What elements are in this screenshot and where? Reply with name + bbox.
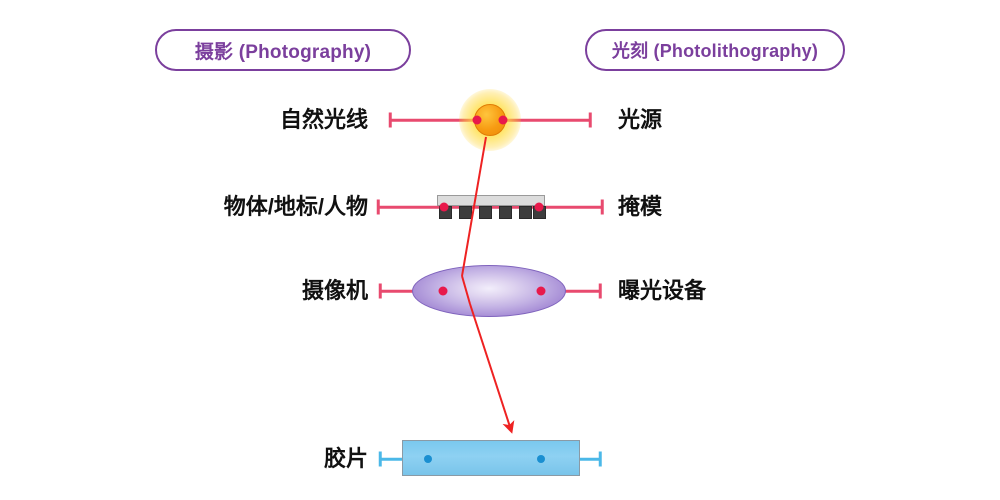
dimension-cap-left-light-source bbox=[388, 112, 392, 128]
header-pill-photography: 摄影 (Photography) bbox=[155, 29, 411, 71]
dimension-cap-left-film bbox=[378, 451, 382, 467]
dimension-cap-right-film bbox=[598, 451, 602, 467]
label-camera: 摄像机 bbox=[301, 278, 368, 303]
dimension-dot-left-film bbox=[424, 455, 432, 463]
header-pill-photolithography: 光刻 (Photolithography) bbox=[585, 29, 845, 71]
dimension-cap-left-lens bbox=[378, 283, 382, 299]
dimension-dot-left-lens bbox=[438, 286, 448, 296]
mask-substrate-bar bbox=[437, 195, 545, 206]
dimension-dot-right-film bbox=[537, 455, 545, 463]
mask-block bbox=[499, 206, 512, 219]
label-light-source: 光源 bbox=[618, 107, 663, 132]
dimension-cap-left-mask bbox=[376, 199, 380, 215]
label-object-landmark-person: 物体/地标/人物 bbox=[223, 194, 368, 219]
mask-block bbox=[519, 206, 532, 219]
dimension-cap-right-light-source bbox=[588, 112, 592, 128]
dimension-dot-right-light-source bbox=[498, 115, 508, 125]
mask-block bbox=[479, 206, 492, 219]
dimension-dot-left-light-source bbox=[472, 115, 482, 125]
dimension-dot-right-lens bbox=[536, 286, 546, 296]
label-mask: 掩模 bbox=[618, 194, 663, 219]
label-exposure-equipment: 曝光设备 bbox=[618, 278, 707, 303]
dimension-cap-right-mask bbox=[600, 199, 604, 215]
label-film: 胶片 bbox=[323, 446, 368, 471]
label-natural-light: 自然光线 bbox=[279, 107, 368, 132]
dimension-cap-right-lens bbox=[598, 283, 602, 299]
dimension-dot-left-mask bbox=[439, 202, 449, 212]
ray-segment-lower bbox=[469, 303, 515, 434]
dimension-dot-right-mask bbox=[534, 202, 544, 212]
mask-block bbox=[459, 206, 472, 219]
